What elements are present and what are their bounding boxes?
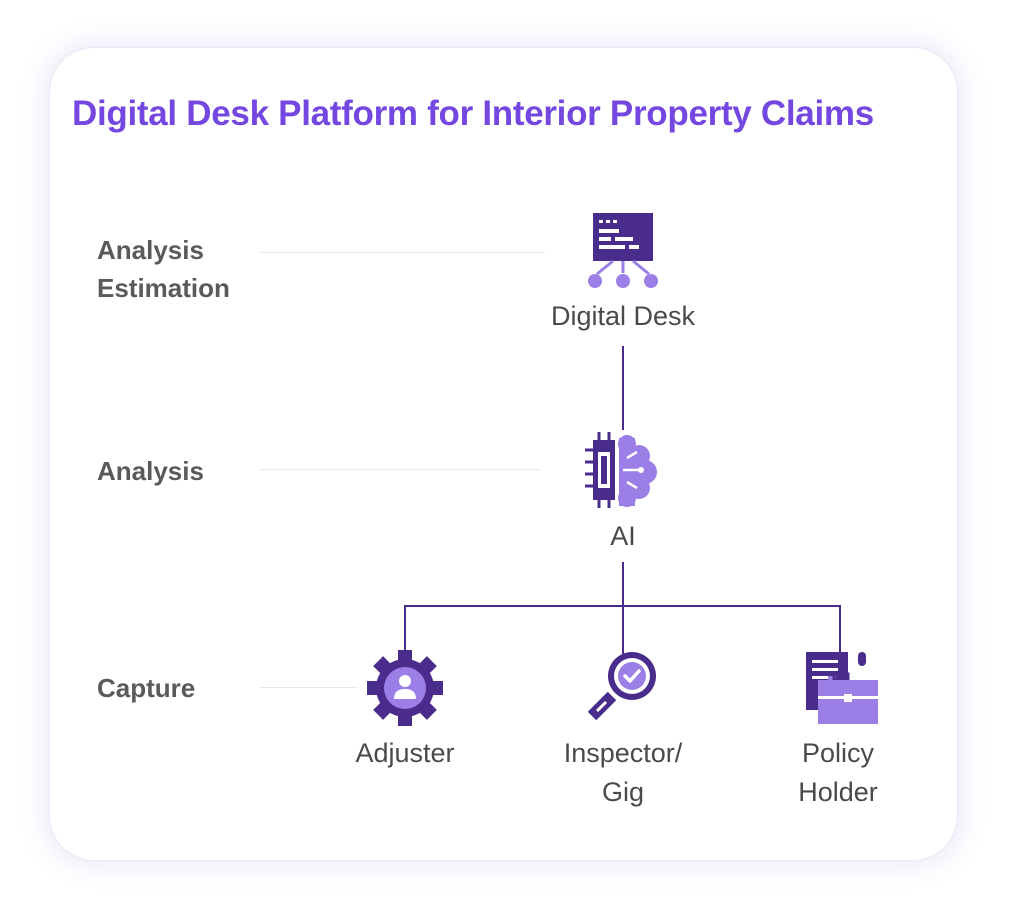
- connector-policy-holder: [839, 605, 841, 653]
- page-title: Digital Desk Platform for Interior Prope…: [72, 94, 874, 133]
- node-label-adjuster: Adjuster: [355, 738, 455, 768]
- node-label-policy-holder: Policy Holder: [798, 738, 878, 807]
- magnifier-check-icon: [587, 652, 656, 721]
- node-label-ai: AI: [610, 521, 636, 551]
- dashboard-network-icon: [588, 213, 658, 288]
- connector-adjuster: [404, 605, 406, 653]
- gear-user-icon: [367, 650, 443, 726]
- level-label-analysis-estimation: Analysis Estimation: [97, 235, 230, 303]
- level-label-analysis: Analysis: [97, 456, 204, 486]
- node-label-inspector: Inspector/ Gig: [563, 738, 683, 807]
- guide-line-capture: [260, 687, 358, 688]
- node-label-digital-desk: Digital Desk: [550, 301, 696, 331]
- diagram-card: [50, 48, 957, 860]
- connector-ai-to-digital-desk: [622, 346, 624, 430]
- guide-line-analysis-estimation: [260, 252, 545, 253]
- connector-ai-stem: [622, 562, 624, 654]
- guide-line-analysis: [260, 469, 540, 470]
- connector-capture-bus: [404, 605, 841, 607]
- document-briefcase-icon: [806, 652, 878, 724]
- ai-brain-chip-icon: [585, 432, 657, 508]
- level-label-capture: Capture: [97, 673, 196, 703]
